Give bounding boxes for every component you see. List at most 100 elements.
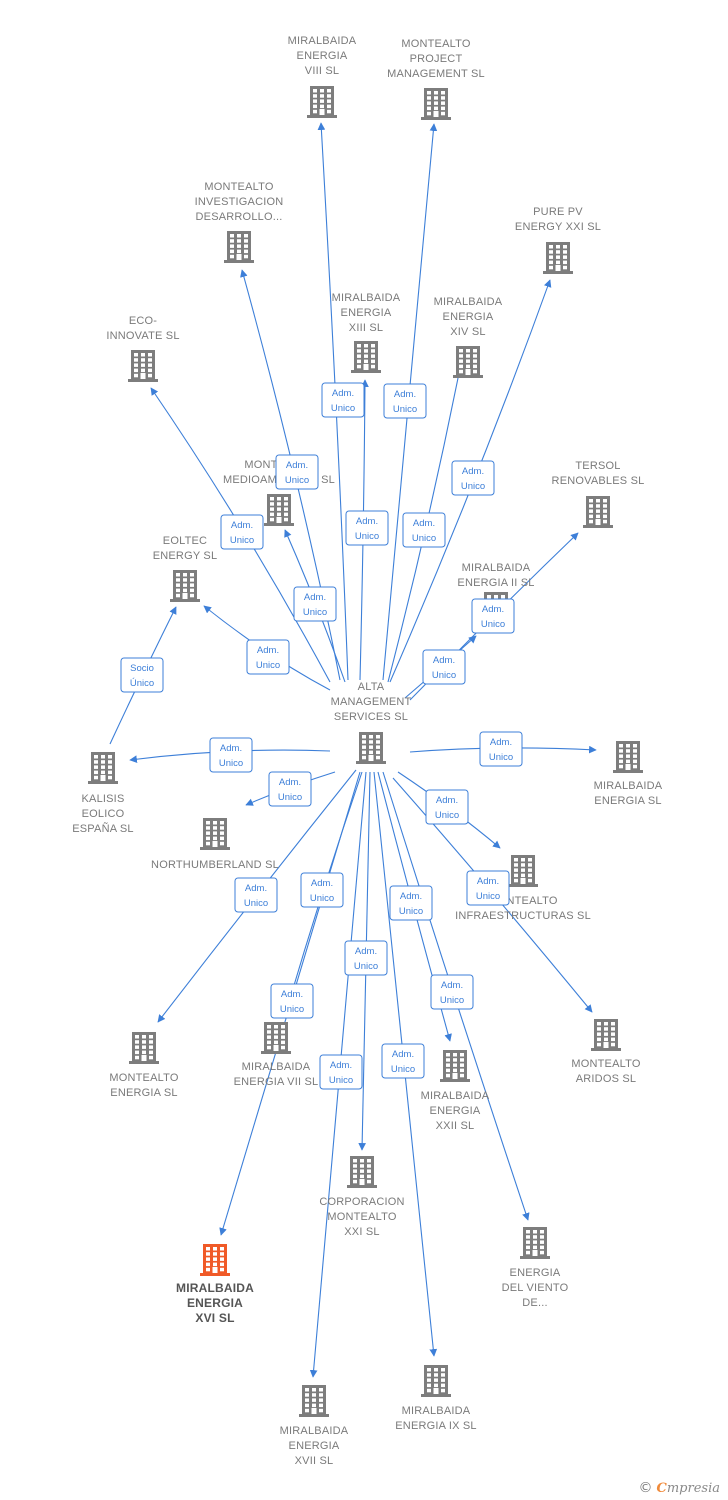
company-name-line: MIRALBAIDA — [242, 1061, 311, 1073]
building-icon — [224, 231, 254, 263]
building-icon — [128, 350, 158, 382]
company-node-north[interactable]: NORTHUMBERLAND SL — [151, 818, 279, 871]
edge-label-text: Unico — [280, 1004, 304, 1015]
building-icon — [440, 1050, 470, 1082]
edge-label-alta-to-pv[interactable]: Adm.Unico — [451, 460, 495, 496]
edge-label-text: Unico — [329, 1075, 353, 1086]
building-icon — [508, 855, 538, 887]
company-name-line: DESARROLLO... — [196, 211, 283, 223]
edge-label-alta-to-me[interactable]: Adm.Unico — [479, 731, 523, 767]
edge-label-alta-to-menerg[interactable]: Adm.Unico — [234, 877, 278, 913]
edge-label-box — [275, 454, 319, 490]
company-node-eco[interactable]: ECO-INNOVATE SL — [106, 315, 179, 382]
edge-label-text: Unico — [355, 531, 379, 542]
edge-label-alta-to-m16[interactable]: Adm.Unico — [270, 983, 314, 1019]
building-icon — [520, 1227, 550, 1259]
edge-label-box — [220, 514, 264, 550]
edge-label-text: Adm. — [304, 592, 326, 603]
edge-label-alta-to-m22[interactable]: Adm.Unico — [389, 885, 433, 921]
edge-label-text: Adm. — [220, 743, 242, 754]
edge-label-box — [293, 586, 337, 622]
company-name-line: MONTEALTO — [571, 1058, 640, 1070]
building-icon — [421, 1365, 451, 1397]
company-node-m7[interactable]: MIRALBAIDA ENERGIA VII SL — [234, 1022, 319, 1088]
edge-label-alta-to-mma[interactable]: Adm.Unico — [293, 586, 337, 622]
edge-label-text: Adm. — [330, 1060, 352, 1071]
edge-label-text: Unico — [391, 1064, 415, 1075]
edge-label-alta-to-eoltec[interactable]: Adm.Unico — [246, 639, 290, 675]
company-name-line: MANAGEMENT SL — [387, 68, 485, 80]
company-name-line: EOLTEC — [163, 535, 207, 547]
edge-label-alta-to-corp[interactable]: Adm.Unico — [344, 940, 388, 976]
edge-label-text: Unico — [440, 995, 464, 1006]
edge-label-alta-to-kalisis[interactable]: Adm.Unico — [209, 737, 253, 773]
edge-label-box — [209, 737, 253, 773]
company-name-line: MONTEALTO — [327, 1211, 396, 1223]
edge-label-alta-to-m8[interactable]: Adm.Unico — [321, 382, 365, 418]
edge-label-box — [479, 731, 523, 767]
company-name-line: MIRALBAIDA — [462, 562, 531, 574]
edge-label-text: Unico — [412, 533, 436, 544]
edge-label-text: Unico — [432, 670, 456, 681]
edge-label-text: Unico — [331, 403, 355, 414]
edge-label-alta-to-maridos[interactable]: Adm.Unico — [466, 870, 510, 906]
edge-label-alta-to-north[interactable]: Adm.Unico — [268, 771, 312, 807]
edge-label-text: Adm. — [231, 520, 253, 531]
company-name-line: ECO- — [129, 315, 157, 327]
company-name-line: ENERGIA VII SL — [234, 1076, 319, 1088]
badges-layer: Adm.UnicoAdm.UnicoAdm.UnicoAdm.UnicoAdm.… — [120, 382, 523, 1090]
edge-label-alta-to-tersol[interactable]: Adm.Unico — [471, 598, 515, 634]
building-icon — [591, 1019, 621, 1051]
edge-label-alta-to-m7[interactable]: Adm.Unico — [300, 872, 344, 908]
copyright-symbol: © — [638, 1480, 653, 1496]
building-icon — [264, 494, 294, 526]
edge-label-alta-to-eco[interactable]: Adm.Unico — [220, 514, 264, 550]
building-icon — [261, 1022, 291, 1054]
building-icon — [88, 752, 118, 784]
company-name-line: MIRALBAIDA — [332, 292, 401, 304]
company-name-line: TERSOL — [575, 460, 620, 472]
edge-label-alta-to-m14[interactable]: Adm.Unico — [402, 512, 446, 548]
company-name-line: ENERGIA — [443, 311, 494, 323]
edge-label-text: Adm. — [482, 604, 504, 615]
company-name-line: MIRALBAIDA — [434, 296, 503, 308]
edge-label-alta-to-mid[interactable]: Adm.Unico — [275, 454, 319, 490]
edge-label-text: Unico — [435, 810, 459, 821]
edge-label-box — [451, 460, 495, 496]
company-name-line: XXI SL — [344, 1226, 379, 1238]
edge-label-alta-to-m17[interactable]: Adm. Unico — [319, 1054, 363, 1090]
edge-label-alta-to-m9[interactable]: Adm.Unico — [381, 1043, 425, 1079]
edge-label-alta-to-m2[interactable]: Adm.Unico — [422, 649, 466, 685]
edge-label-text: Adm. — [394, 389, 416, 400]
edge-label-alta-to-minf[interactable]: Adm.Unico — [425, 789, 469, 825]
edge-label-alta-to-mpm[interactable]: Adm.Unico — [383, 383, 427, 419]
company-name-line: INVESTIGACION — [195, 196, 284, 208]
building-icon — [356, 732, 386, 764]
company-node-mid[interactable]: MONTEALTOINVESTIGACIONDESARROLLO... — [195, 181, 284, 263]
edge-label-text: Adm. — [490, 737, 512, 748]
building-icon — [453, 346, 483, 378]
edge-label-alta-to-m13[interactable]: Adm.Unico — [345, 510, 389, 546]
edge-label-alta-to-viento[interactable]: Adm.Unico — [430, 974, 474, 1010]
company-name-line: MIRALBAIDA — [280, 1425, 349, 1437]
